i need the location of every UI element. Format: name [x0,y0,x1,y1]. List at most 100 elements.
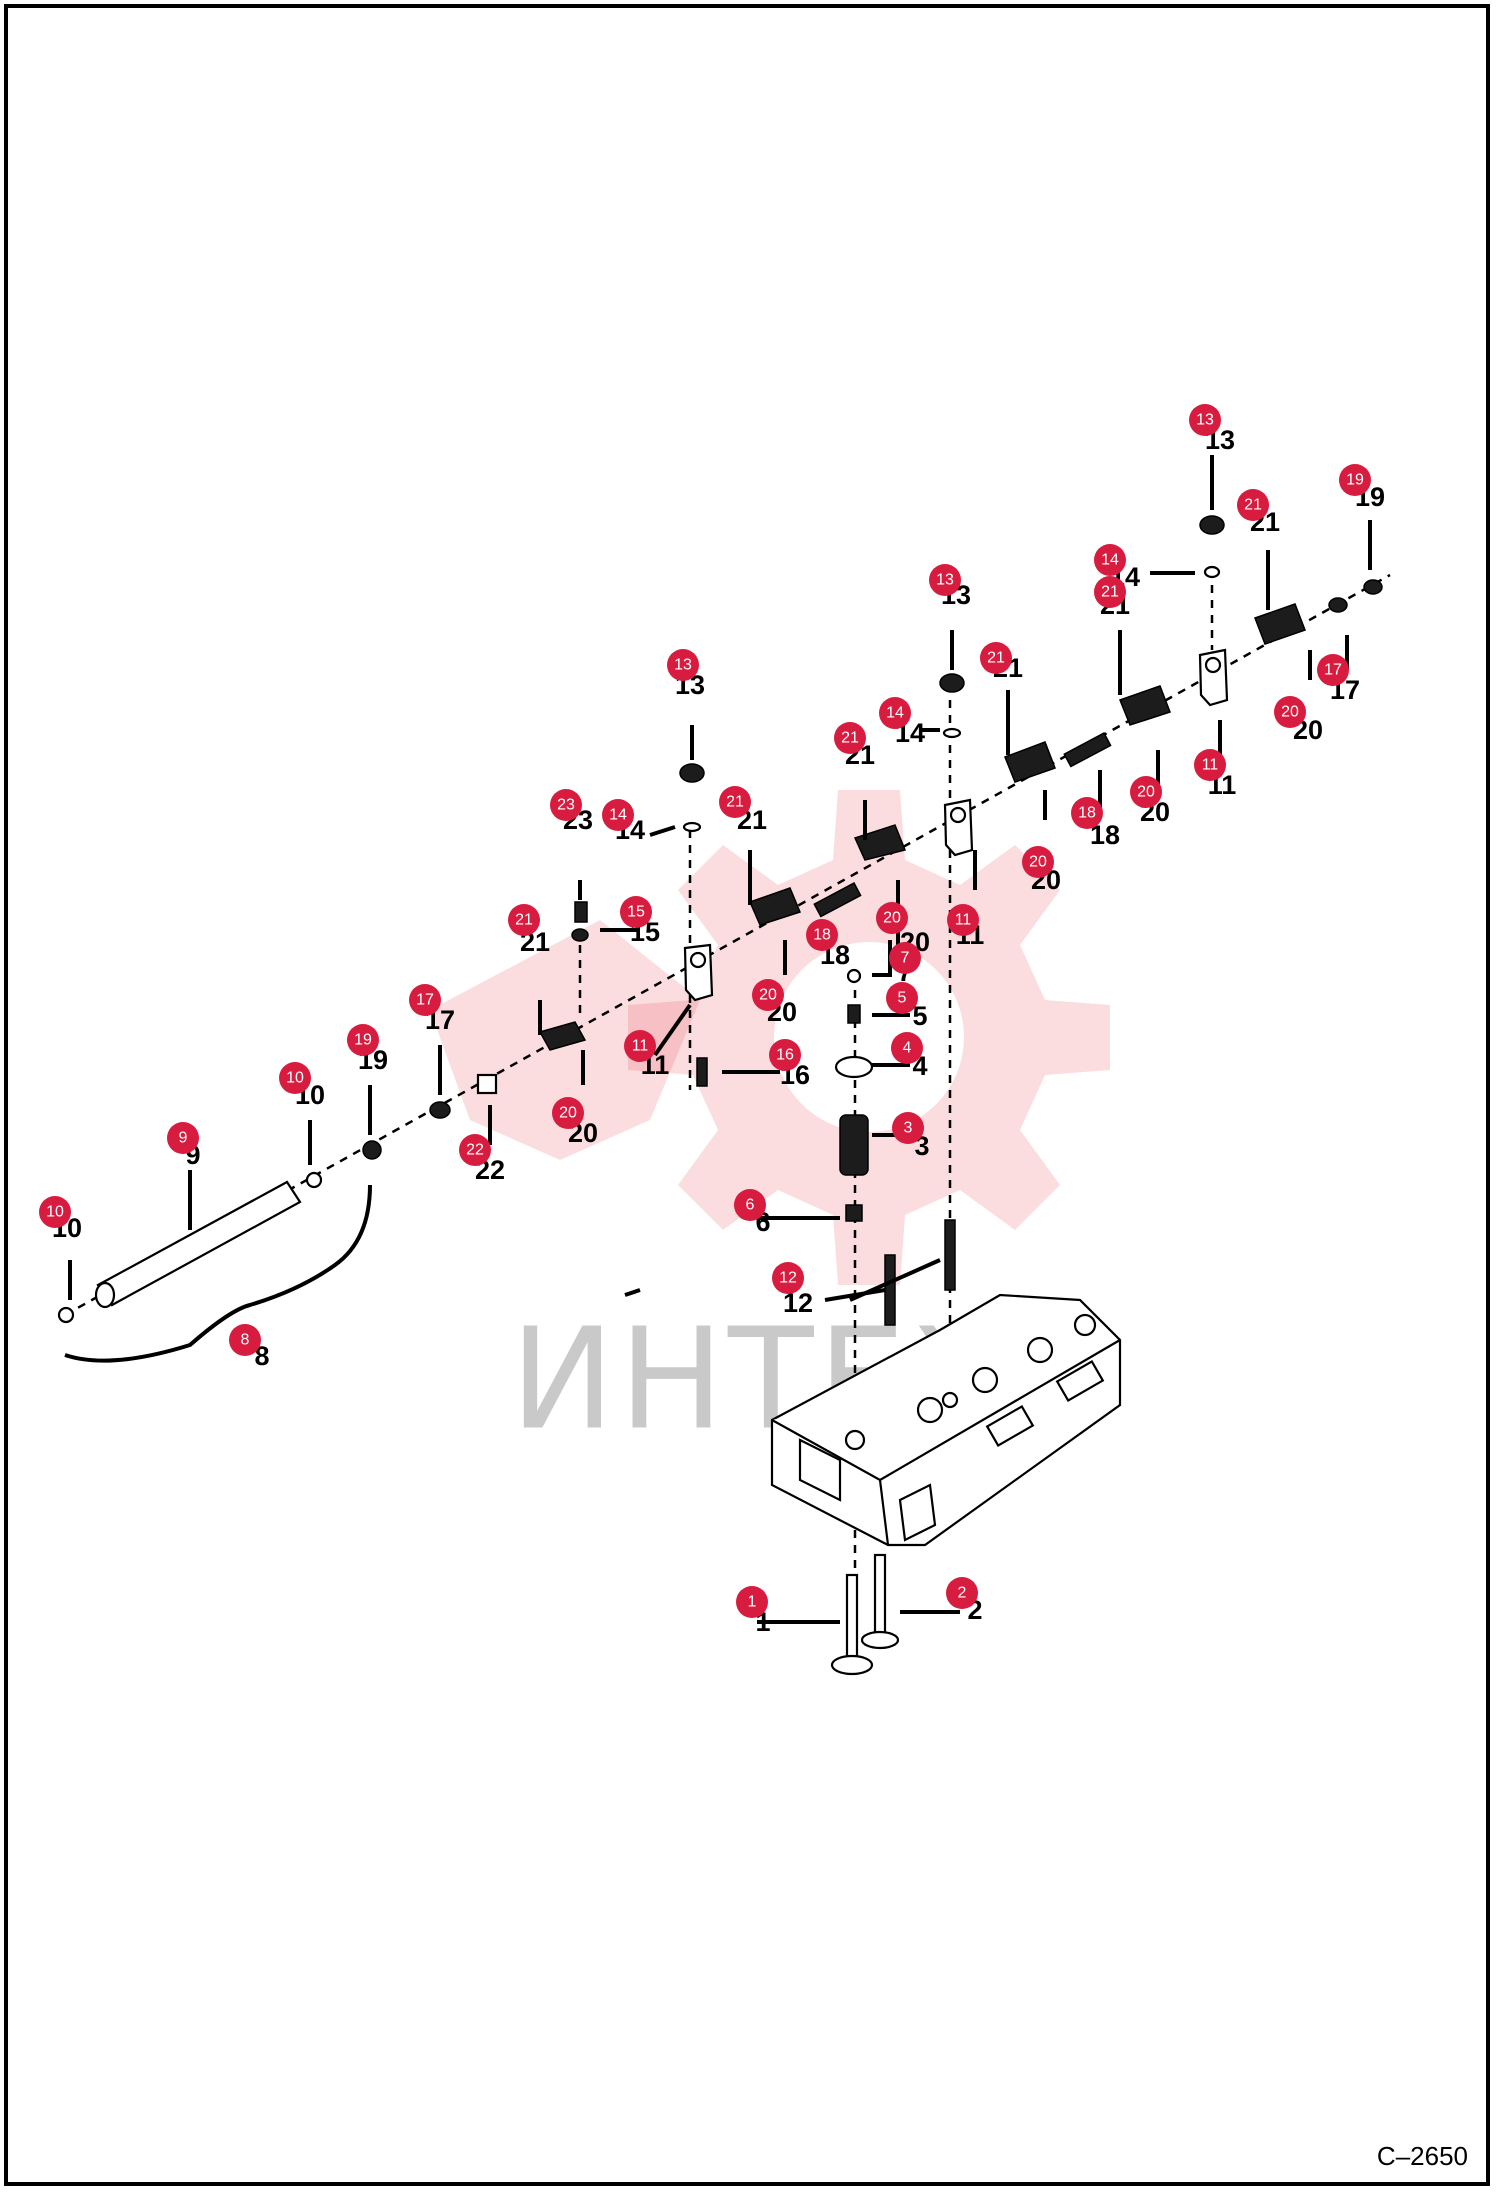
rocker-arm [853,824,907,861]
svg-text:20: 20 [1281,704,1299,721]
callout-4: 4 [891,1032,923,1064]
rocker-shaft [94,1180,302,1309]
svg-text:20: 20 [1137,784,1155,801]
svg-text:5: 5 [898,990,907,1007]
svg-text:18: 18 [1078,805,1096,822]
svg-text:21: 21 [726,794,744,811]
callout-21: 21 [1237,489,1269,521]
callout-21: 21 [980,642,1012,674]
callout-15: 15 [620,896,652,928]
set-screw [362,1140,382,1160]
callout-19: 19 [1339,464,1371,496]
callout-2: 2 [946,1577,978,1609]
svg-text:21: 21 [515,912,533,929]
assembly-bracket [64,1184,372,1363]
svg-text:20: 20 [759,987,777,1004]
set-screw [1363,579,1383,595]
svg-text:19: 19 [354,1032,372,1049]
svg-text:17: 17 [1324,662,1342,679]
washer [682,821,702,833]
svg-text:20: 20 [883,910,901,927]
plug [305,1171,323,1189]
svg-text:6: 6 [746,1197,755,1214]
svg-text:9: 9 [179,1130,188,1147]
callout-20: 20 [1022,846,1054,878]
callout-13: 13 [667,649,699,681]
rocker-bracket [1198,648,1229,707]
callout-8: 8 [229,1324,261,1356]
svg-text:10: 10 [46,1204,64,1221]
callouts: 1 2 3 4 5 6 7 8 9 10 10 11 11 11 12 13 1… [39,404,1371,1618]
callout-19: 19 [347,1024,379,1056]
rocker-arm [1119,685,1171,726]
callout-17: 17 [1317,654,1349,686]
svg-text:20: 20 [1029,854,1047,871]
plug [57,1306,75,1324]
valve-spring [839,1114,869,1176]
svg-text:11: 11 [632,1038,649,1055]
callout-13: 13 [929,564,961,596]
svg-text:18: 18 [813,927,831,944]
nut [679,763,705,783]
svg-text:21: 21 [1244,497,1262,514]
callout-9: 9 [167,1122,199,1154]
svg-text:14: 14 [1101,552,1119,569]
rocker-bracket [943,798,974,857]
svg-text:19: 19 [1346,472,1364,489]
svg-text:11: 11 [1202,757,1219,774]
svg-text:3: 3 [904,1120,913,1137]
rocker-spring [813,882,862,918]
shaft-axis-line [64,573,1391,1317]
rocker-bracket [683,943,714,1002]
callout-11: 11 [624,1030,656,1062]
svg-text:13: 13 [1196,412,1214,429]
callout-14: 14 [879,697,911,729]
svg-text:15: 15 [627,904,645,921]
rocker-arm [1254,603,1306,645]
part-number-5: 5 [912,1001,927,1031]
callout-21: 21 [508,904,540,936]
svg-text:14: 14 [886,705,904,722]
nut [1199,515,1225,535]
callout-17: 17 [409,984,441,1016]
svg-text:7: 7 [901,950,910,967]
valve-exhaust [860,1553,900,1650]
rocker-arm [1004,741,1056,783]
rocker-arm [748,887,802,926]
rocker-arm [538,1021,587,1051]
spring-washer [1328,597,1348,613]
svg-text:17: 17 [416,992,434,1009]
valve-intake [830,1573,874,1676]
svg-text:20: 20 [559,1105,577,1122]
svg-text:14: 14 [609,807,627,824]
valve-cap [846,968,862,984]
svg-text:2: 2 [958,1585,967,1602]
svg-text:21: 21 [1101,584,1119,601]
svg-text:13: 13 [936,572,954,589]
adjust-screw [696,1057,708,1087]
stud [944,1219,956,1291]
callout-20: 20 [1130,776,1162,808]
washer [942,727,962,739]
callout-11: 11 [1194,749,1226,781]
svg-text:16: 16 [776,1047,794,1064]
callout-16: 16 [769,1039,801,1071]
svg-text:11: 11 [955,912,972,929]
callout-20: 20 [1274,696,1306,728]
callout-11: 11 [947,904,979,936]
callout-20: 20 [552,1097,584,1129]
nut [939,673,965,693]
leader-lines [68,455,1372,1624]
callout-14: 14 [1094,544,1126,576]
svg-text:12: 12 [779,1270,797,1287]
svg-text:22: 22 [466,1142,484,1159]
valve-keeper [847,1004,861,1024]
callout-5: 5 [886,982,918,1014]
washer [1203,565,1221,579]
callout-6: 6 [734,1189,766,1221]
spring-washer [429,1101,451,1119]
callout-18: 18 [1071,797,1103,829]
svg-text:21: 21 [987,650,1005,667]
callout-21: 21 [719,786,751,818]
